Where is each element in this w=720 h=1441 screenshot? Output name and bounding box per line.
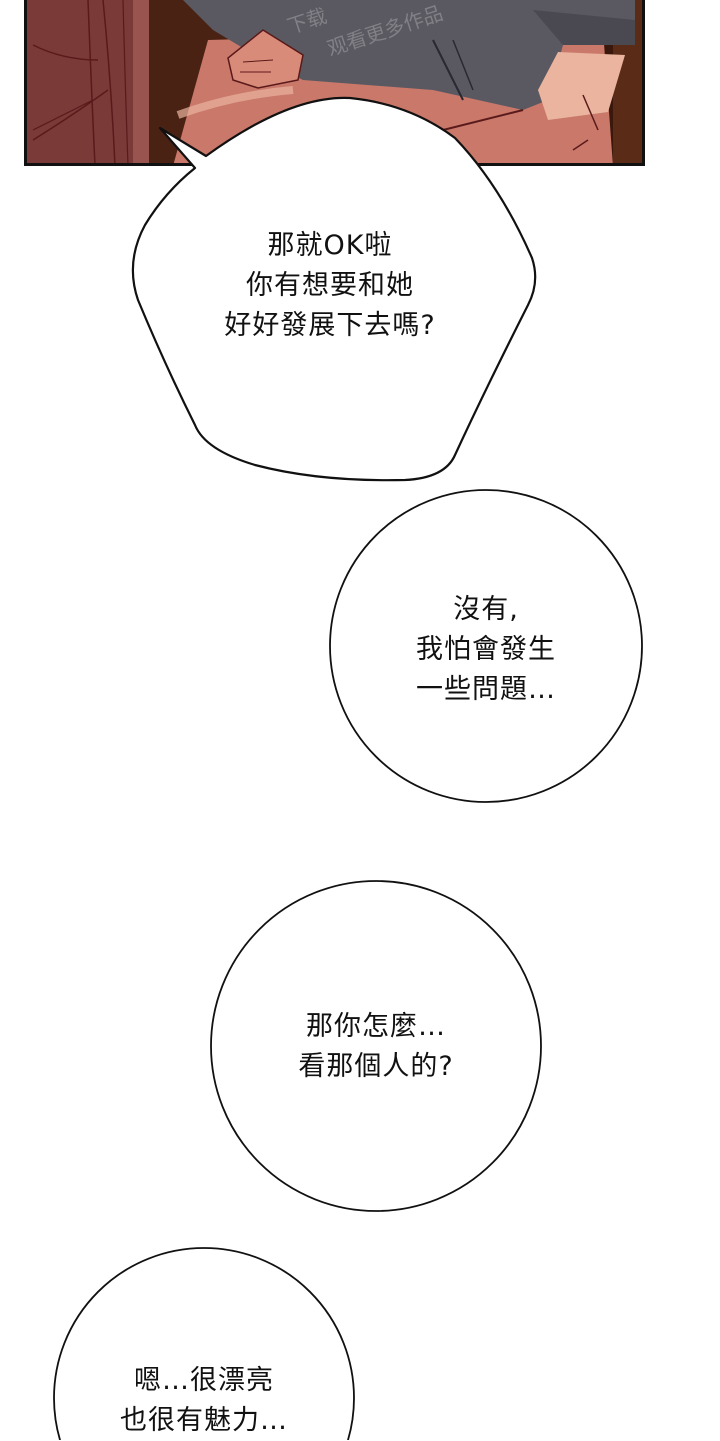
panel-illustration bbox=[27, 0, 642, 163]
bubble-4-line-1: 嗯…很漂亮 bbox=[134, 1365, 274, 1396]
bubble-1-line-1: 那就OK啦 bbox=[267, 230, 393, 261]
speech-bubble-3: 那你怎麼… 看那個人的? bbox=[276, 1007, 476, 1087]
comic-panel-top: 下载 观看更多作品 bbox=[24, 0, 645, 166]
speech-bubble-4: 嗯…很漂亮 也很有魅力… bbox=[94, 1361, 314, 1441]
speech-bubble-2: 沒有, 我怕會發生 一些問題… bbox=[386, 590, 586, 710]
bubble-2-line-2: 我怕會發生 bbox=[416, 634, 556, 665]
bubble-1-line-3: 好好發展下去嗎? bbox=[224, 310, 436, 341]
bubble-3-line-2: 看那個人的? bbox=[298, 1051, 454, 1082]
bubble-1-line-2: 你有想要和她 bbox=[246, 270, 414, 301]
bubble-2-line-3: 一些問題… bbox=[416, 674, 556, 705]
bubble-2-line-1: 沒有, bbox=[453, 594, 519, 625]
bubble-3-line-1: 那你怎麼… bbox=[306, 1011, 446, 1042]
bubble-4-line-2: 也很有魅力… bbox=[120, 1405, 288, 1436]
speech-bubble-1: 那就OK啦 你有想要和她 好好發展下去嗎? bbox=[190, 226, 470, 346]
